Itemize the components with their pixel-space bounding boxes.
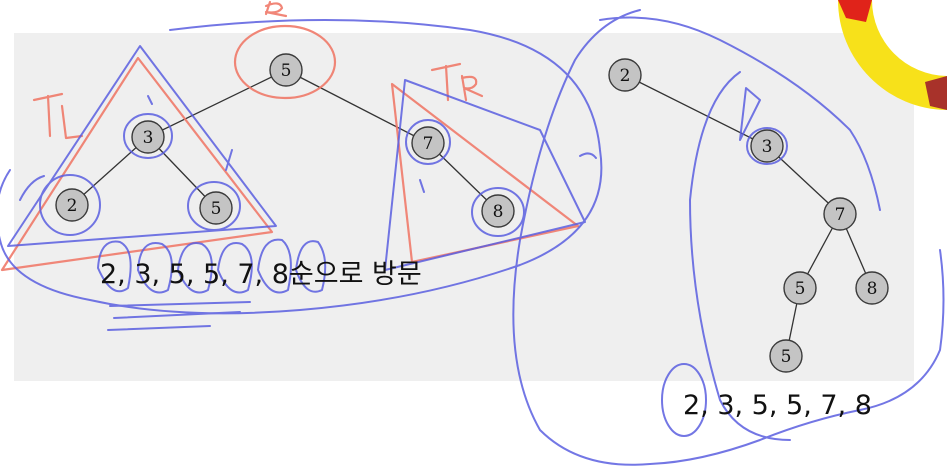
big-left-enclosure xyxy=(0,19,603,315)
tl-letter-t xyxy=(32,92,64,138)
left-tree-node-root: 5 xyxy=(269,53,303,87)
root-circle xyxy=(233,24,337,100)
caption-digit-loops xyxy=(97,238,327,294)
svg-text:3: 3 xyxy=(762,137,773,157)
color-wheel-fragment xyxy=(838,0,947,110)
right-node-3-circle xyxy=(746,127,788,165)
left-tree-node-8: 8 xyxy=(481,194,515,228)
right-tree-node-5-lower: 5 xyxy=(769,339,803,373)
right-subtree-triangle xyxy=(390,82,580,264)
left-tree-node-3: 3 xyxy=(131,120,165,154)
svg-text:3: 3 xyxy=(143,128,154,148)
visit-order-caption: 2, 3, 5, 5, 7, 8순으로 방문 xyxy=(100,259,422,290)
tl-letter-l xyxy=(60,104,84,140)
svg-text:2: 2 xyxy=(620,66,631,86)
svg-text:7: 7 xyxy=(835,205,846,225)
left-small-marks xyxy=(19,95,597,201)
right-tree-node-7: 7 xyxy=(823,197,857,231)
svg-text:8: 8 xyxy=(493,202,504,222)
edge-5-3 xyxy=(147,69,287,138)
red-ink-marks xyxy=(0,0,580,272)
blue-ink-marks xyxy=(0,9,945,466)
left-subtree-triangle-blue xyxy=(7,45,277,247)
left-tree-node-2: 2 xyxy=(55,188,89,222)
tr-letter-r xyxy=(460,74,484,102)
node-2-circle xyxy=(39,174,101,236)
svg-text:5: 5 xyxy=(795,279,806,299)
sequence-caption: 2, 3, 5, 5, 7, 8 xyxy=(683,390,872,421)
edge-5-7 xyxy=(285,69,429,144)
node-8-circle xyxy=(471,187,525,237)
left-tree-node-5-leaf: 5 xyxy=(199,191,233,225)
svg-text:2: 2 xyxy=(67,196,78,216)
left-subtree-triangle xyxy=(0,56,274,272)
underline-scribbles xyxy=(107,301,251,331)
right-tree-node-2: 2 xyxy=(608,58,642,92)
left-tree-node-7: 7 xyxy=(411,126,445,160)
svg-text:5: 5 xyxy=(781,347,792,367)
svg-text:5: 5 xyxy=(281,61,292,81)
right-tree-big-enclosure xyxy=(512,9,945,466)
right-tree-node-8: 8 xyxy=(855,271,889,305)
right-tree-node-5-upper: 5 xyxy=(783,271,817,305)
first-digit-loop xyxy=(661,363,707,437)
tr-letter-t xyxy=(430,62,462,102)
node-7-circle xyxy=(405,119,451,165)
svg-text:5: 5 xyxy=(211,199,222,219)
svg-text:8: 8 xyxy=(867,279,878,299)
root-r-mark xyxy=(264,0,288,18)
edge-3-2 xyxy=(71,136,149,206)
node-3-circle xyxy=(123,113,173,159)
right-subtree-outline xyxy=(384,79,586,271)
node-5-leaf-circle xyxy=(187,181,241,231)
right-subtree-enclosure xyxy=(689,71,791,441)
right-tree-node-3: 3 xyxy=(750,129,784,163)
svg-text:7: 7 xyxy=(423,134,434,154)
